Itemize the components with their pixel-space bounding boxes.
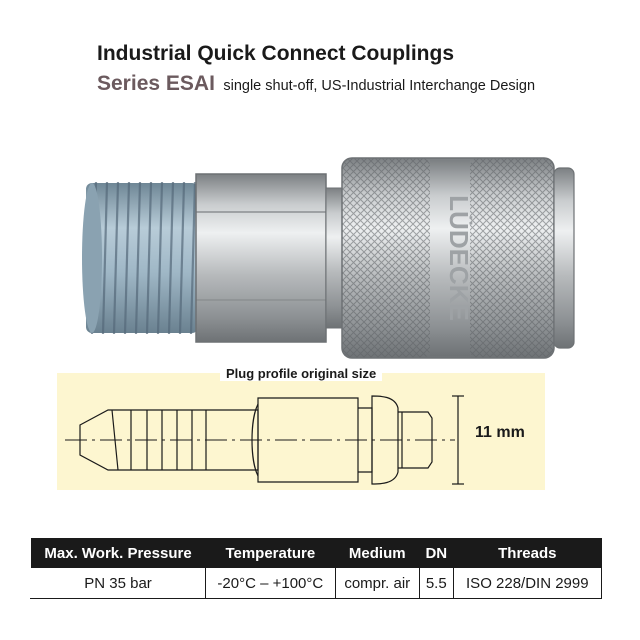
- spec-table: Max. Work. Pressure Temperature Medium D…: [30, 538, 603, 599]
- plug-profile-panel: [57, 373, 545, 490]
- cell-medium: compr. air: [334, 568, 420, 599]
- coupling-product-image: LÜDECKE: [82, 157, 575, 359]
- subtitle: Series ESAI single shut-off, US-Industri…: [97, 72, 535, 96]
- page-title: Industrial Quick Connect Couplings: [97, 42, 455, 65]
- knurled-sleeve: LÜDECKE: [341, 157, 555, 359]
- cell-dn: 5.5: [418, 568, 454, 599]
- series-description: single shut-off, US-Industrial Interchan…: [223, 78, 536, 94]
- thread-section: [82, 181, 198, 335]
- header-medium: Medium: [335, 538, 420, 568]
- cell-pressure: PN 35 bar: [30, 568, 206, 599]
- series-name: Series ESAI: [97, 72, 215, 95]
- header-threads: Threads: [453, 538, 602, 568]
- table-row: PN 35 bar -20°C – +100°C compr. air 5.5 …: [30, 568, 603, 599]
- brand-engraving: LÜDECKE: [444, 195, 474, 321]
- hex-body: [195, 173, 327, 343]
- cell-temperature: -20°C – +100°C: [205, 568, 336, 599]
- header-pressure: Max. Work. Pressure: [30, 538, 206, 568]
- profile-dimension: 11 mm: [475, 424, 525, 441]
- header-dn: DN: [419, 538, 454, 568]
- profile-label: Plug profile original size: [220, 366, 383, 381]
- cell-threads: ISO 228/DIN 2999: [452, 568, 603, 599]
- header-temperature: Temperature: [205, 538, 336, 568]
- spec-table-header: Max. Work. Pressure Temperature Medium D…: [30, 538, 602, 568]
